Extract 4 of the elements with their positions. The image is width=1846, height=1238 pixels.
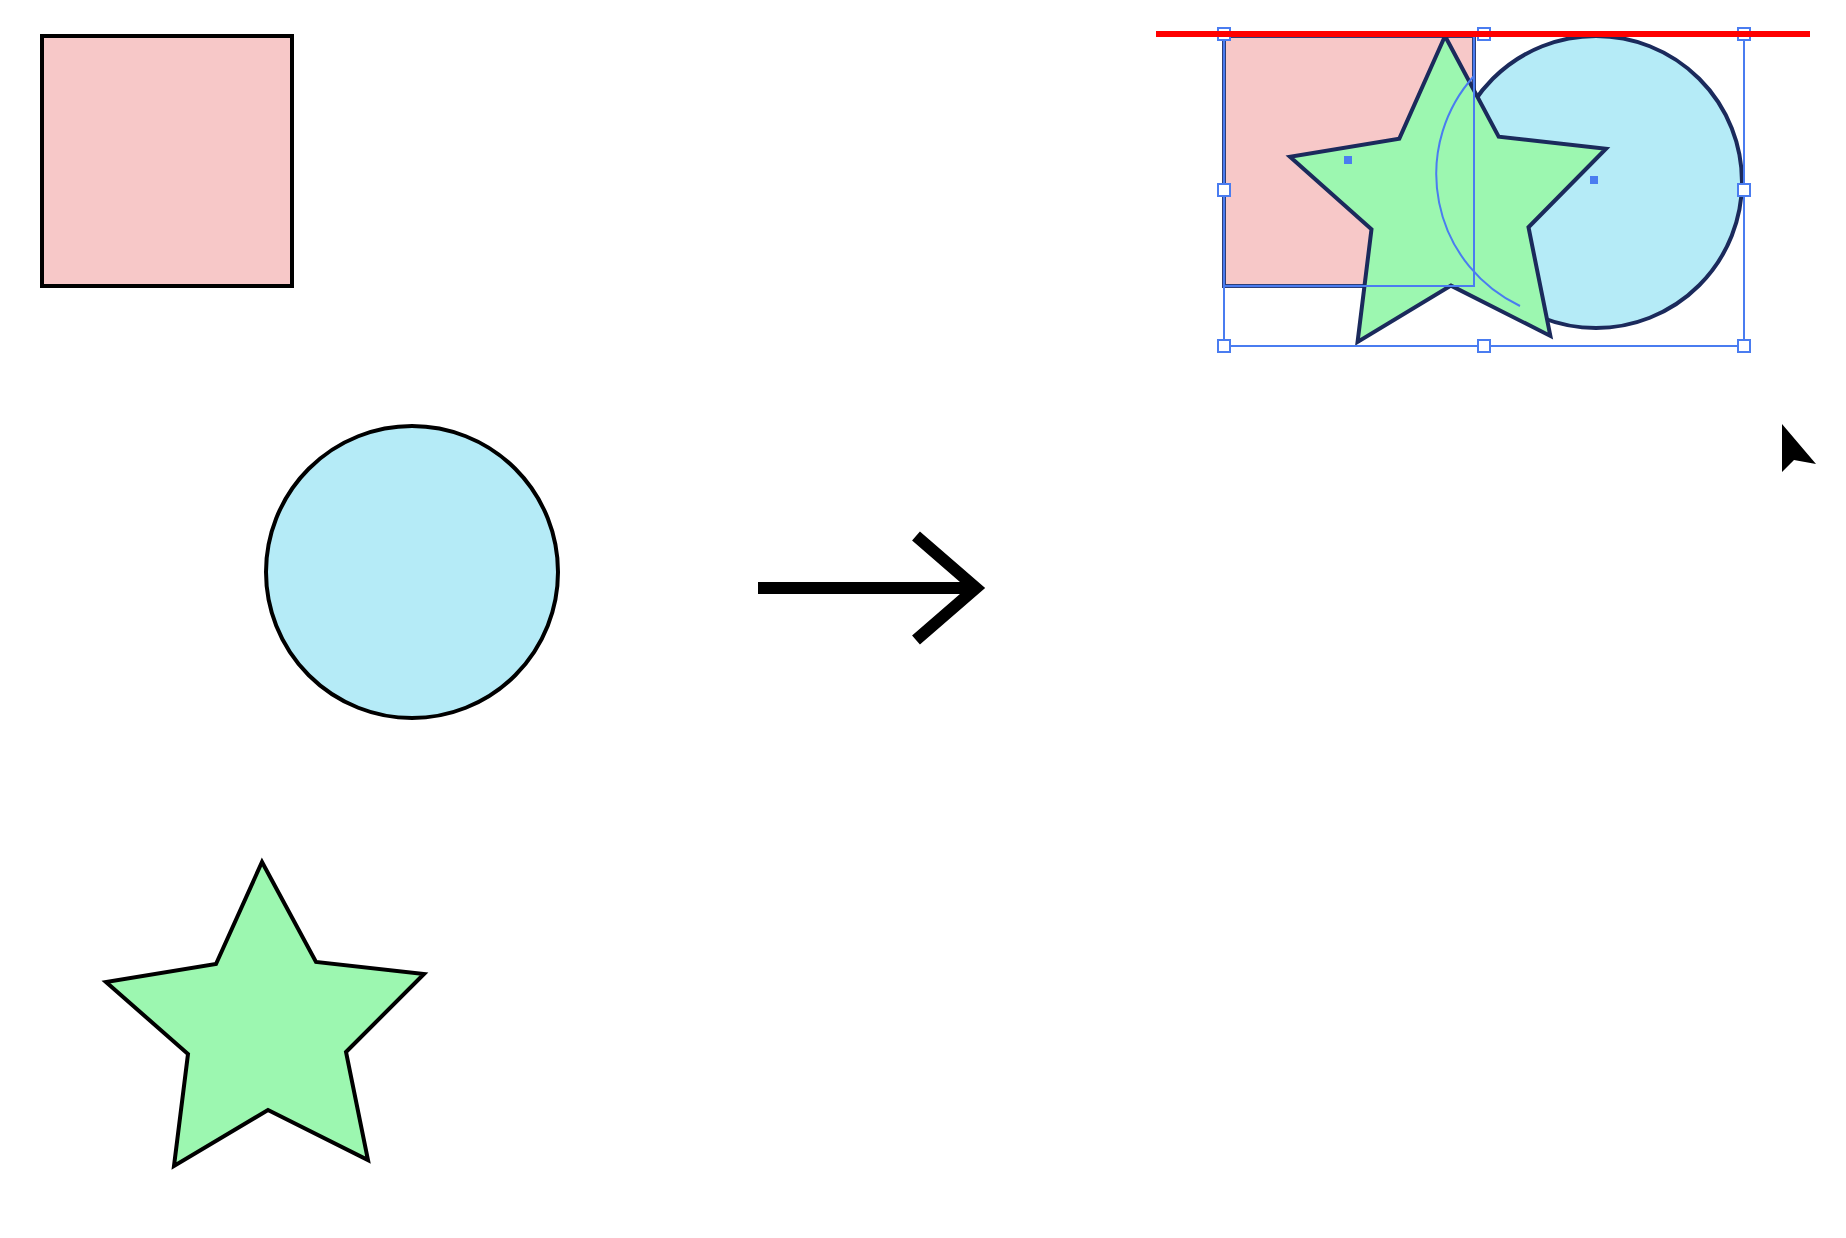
circle-shape xyxy=(264,424,560,720)
square-shape xyxy=(40,34,294,288)
aligned-shapes-drawing xyxy=(1154,26,1812,354)
star-shape xyxy=(104,860,426,1168)
